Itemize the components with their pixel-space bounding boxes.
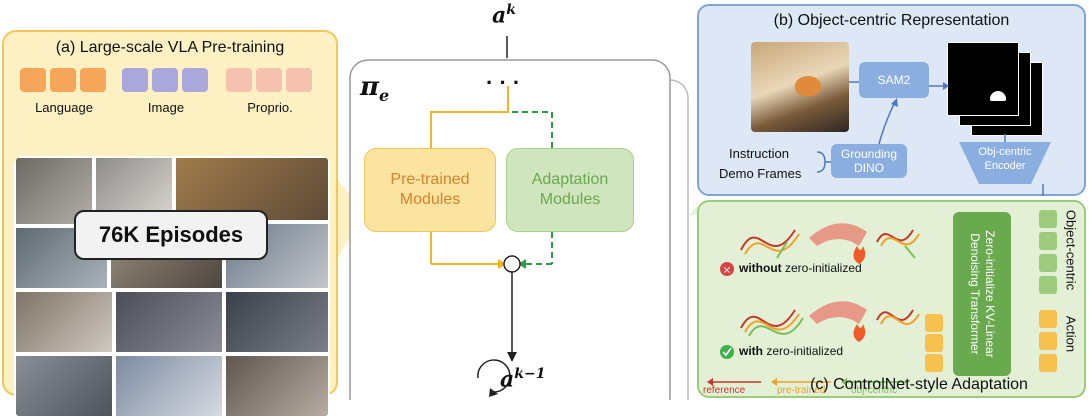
- object-mask: [990, 91, 1006, 101]
- object-in-scene: [795, 76, 821, 96]
- pretraining-panel: (a) Large-scale VLA Pre-training Languag…: [2, 30, 338, 418]
- without-zero-init-label: without zero-initialized: [739, 261, 862, 275]
- proprio-token: [286, 68, 312, 92]
- pretrained-modules: Pre-trained Modules: [364, 148, 496, 232]
- image-label: Image: [147, 100, 185, 115]
- robot-scene-photo: [224, 290, 330, 354]
- action-token: [1039, 332, 1057, 350]
- image-token: [152, 68, 178, 92]
- obj-centric-encoder: Obj-centric Encoder: [959, 142, 1051, 184]
- object-centric-token: [1039, 276, 1057, 294]
- object-centric-token: [1039, 254, 1057, 272]
- legend-reference: reference: [703, 385, 746, 396]
- language-token: [20, 68, 46, 92]
- pretraining-title: (a) Large-scale VLA Pre-training: [55, 39, 285, 56]
- mask-frame: [947, 42, 1019, 116]
- proprio-token: [226, 68, 252, 92]
- language-label: Language: [35, 100, 93, 115]
- object-centric-panel: (b) Object-centric Representation SAM2 G…: [697, 4, 1086, 196]
- ellipsis: · · ·: [486, 70, 521, 95]
- action-side-label: Action: [1063, 315, 1079, 353]
- robot-scene-photo: [114, 290, 224, 354]
- object-centric-token: [1039, 210, 1057, 228]
- action-k-minus-1-label: ak−1: [500, 366, 546, 393]
- instruction-label: Instruction: [729, 146, 789, 161]
- proprio-label: Proprio.: [247, 100, 293, 115]
- image-token: [182, 68, 208, 92]
- sam2-box: SAM2: [859, 62, 929, 98]
- adaptation-curves: ×: [707, 223, 920, 386]
- adaptation-modules: Adaptation Modules: [506, 148, 634, 232]
- demo-frames-label: Demo Frames: [719, 166, 802, 181]
- object-centric-token: [1039, 232, 1057, 250]
- action-token: [925, 314, 943, 332]
- legend-pretrained: pre-trained: [777, 385, 826, 396]
- language-token: [50, 68, 76, 92]
- proprio-token: [256, 68, 282, 92]
- controlnet-title: (c) ControlNet-style Adaptation: [810, 376, 1028, 393]
- robot-scene-photo: [14, 290, 114, 354]
- episodes-badge: 76K Episodes: [74, 210, 268, 260]
- grounding-dino-box: Grounding DINO: [831, 144, 907, 178]
- action-token: [925, 334, 943, 352]
- image-token: [122, 68, 148, 92]
- object-centric-side-label: Object-centric: [1063, 209, 1079, 291]
- object-centric-arrows: [816, 81, 1044, 196]
- action-token: [1039, 310, 1057, 328]
- kv-linear-transformer: Zero-initialize KV-Linear Denoising Tran…: [953, 212, 1011, 376]
- language-token: [80, 68, 106, 92]
- action-k-label: ak: [492, 2, 516, 29]
- policy-symbol: πe: [360, 72, 390, 106]
- action-token: [925, 354, 943, 372]
- legend-objcentric: obj-centric: [851, 385, 898, 396]
- check-icon: [722, 347, 732, 357]
- with-zero-init-label: with zero-initialized: [739, 344, 844, 358]
- controlnet-panel: × without zero-initialized with zero-ini…: [697, 200, 1086, 398]
- object-centric-title: (b) Object-centric Representation: [773, 12, 1010, 29]
- robot-scene-photo: [94, 156, 174, 218]
- action-token: [1039, 354, 1057, 372]
- cross-icon: ×: [723, 265, 731, 276]
